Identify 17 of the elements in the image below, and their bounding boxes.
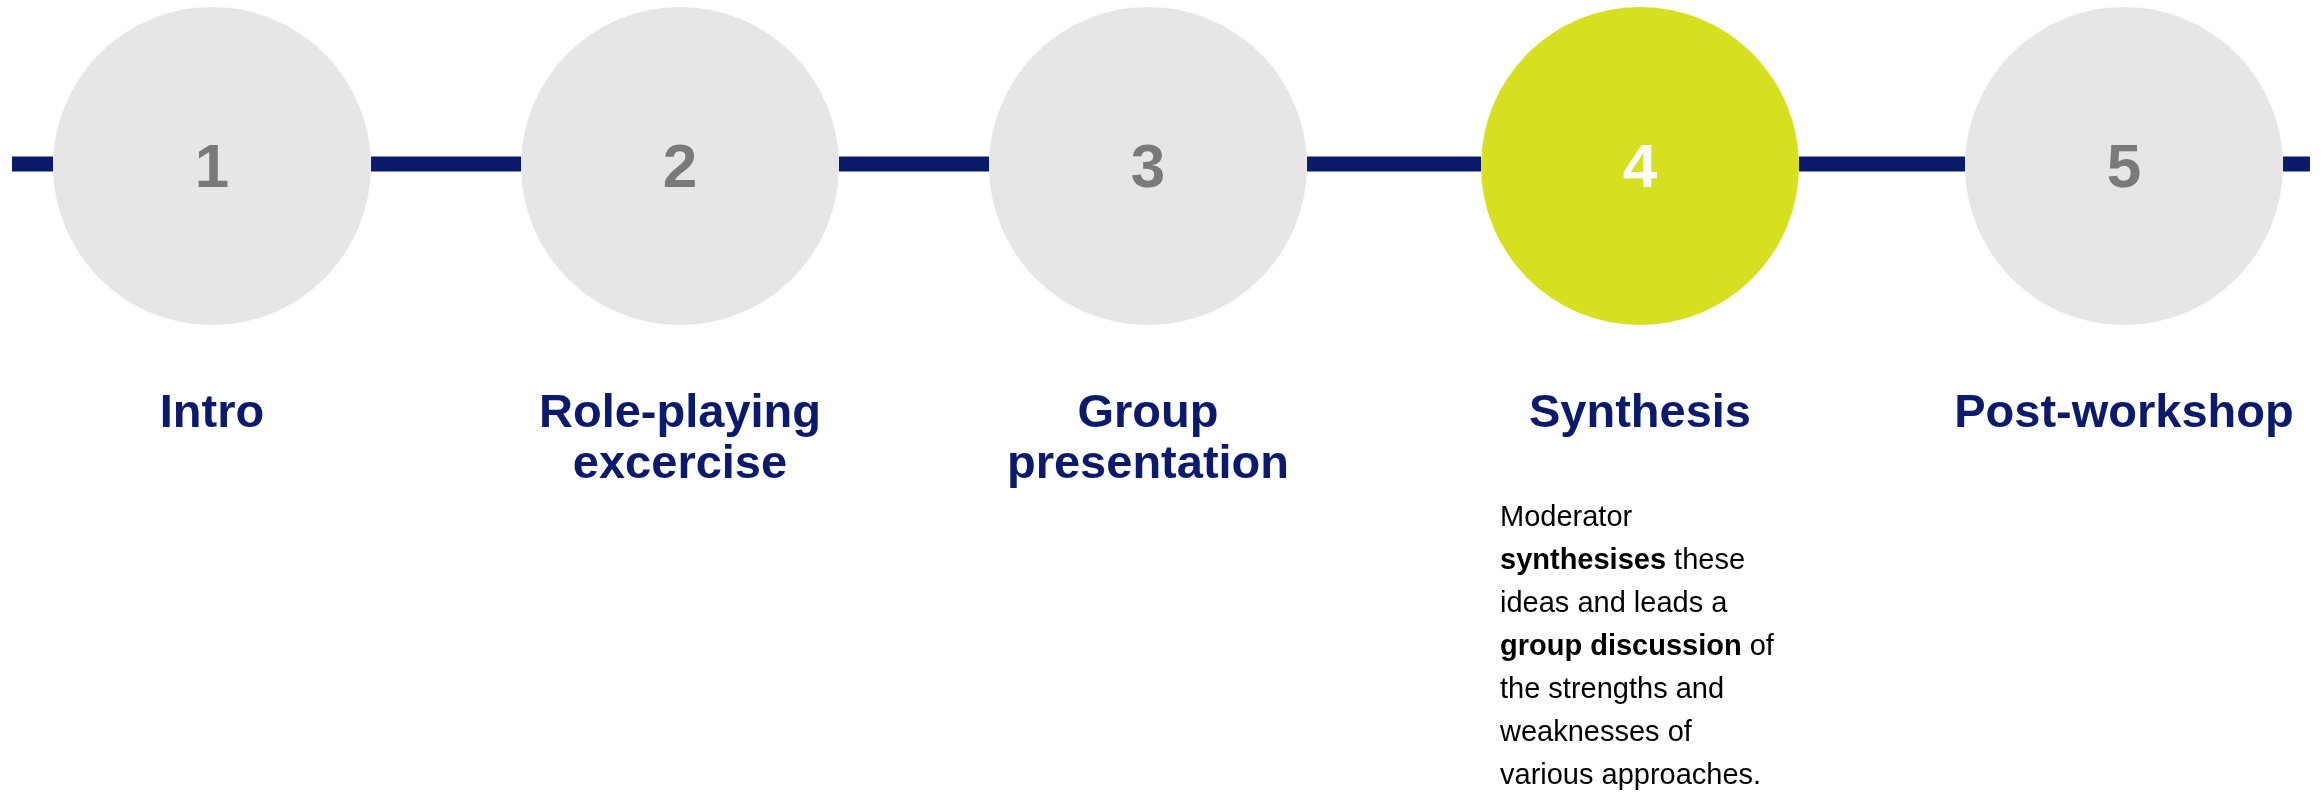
step-number: 5 — [2106, 135, 2142, 197]
step-number: 3 — [1130, 135, 1166, 197]
timeline-line — [2283, 156, 2310, 172]
timeline-line — [1307, 156, 1481, 172]
step-description: Moderator synthesises these ideas and leads a group discussion of the strengths and weaknesses of various approaches. — [1500, 499, 1775, 792]
timeline-line — [1799, 156, 1965, 172]
step-title: Group presentation — [1005, 385, 1290, 487]
timeline-line — [371, 156, 521, 172]
timeline-line — [12, 156, 53, 172]
step-number: 4 — [1622, 135, 1658, 197]
step-title: Intro — [159, 385, 265, 436]
step-title: Role-playing excercise — [538, 385, 822, 487]
step-title: Synthesis — [1528, 385, 1751, 436]
step-number: 1 — [194, 135, 230, 197]
step-title: Post-workshop — [1954, 385, 2294, 436]
timeline-line — [839, 156, 989, 172]
step-number: 2 — [662, 135, 698, 197]
